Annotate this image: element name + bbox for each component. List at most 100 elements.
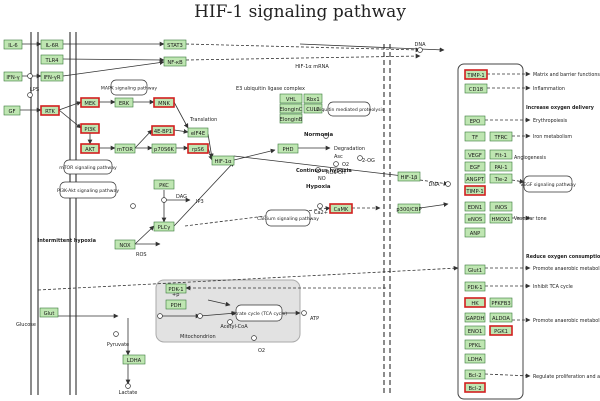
gene-box-gf[interactable]: GF xyxy=(3,105,21,116)
label-no: NO xyxy=(318,176,326,182)
gene-box-p300[interactable]: p300/CBP xyxy=(396,203,422,214)
compound-circle xyxy=(197,313,203,319)
gene-box-tf[interactable]: TF xyxy=(464,131,486,142)
gene-rect xyxy=(464,115,486,126)
gene-box-anp[interactable]: ANP xyxy=(464,227,486,238)
gene-rect xyxy=(489,173,513,184)
gene-box-mtor[interactable]: mTOR xyxy=(114,143,136,154)
gene-box-eno1[interactable]: ENO1 xyxy=(464,325,486,336)
gene-label: HIF-1β xyxy=(401,175,418,181)
gene-box-pdh[interactable]: PDH xyxy=(165,299,187,310)
gene-label: CUL2 xyxy=(306,107,320,113)
gene-box-mnk[interactable]: MNK xyxy=(153,97,175,108)
gene-box-rtk[interactable]: RTK xyxy=(40,105,60,116)
gene-rect xyxy=(464,281,486,292)
gene-box-camk[interactable]: CaMK xyxy=(329,203,353,214)
gene-box-hif1a[interactable]: HIF-1α xyxy=(211,155,235,166)
label-intermittent: Intermittent hypoxia xyxy=(37,238,96,244)
gene-label: NF-κB xyxy=(167,60,183,66)
gene-box-enos[interactable]: eNOS xyxy=(464,213,486,224)
gene-box-tlr4[interactable]: TLR4 xyxy=(40,54,64,65)
gene-box-nox[interactable]: NOX xyxy=(114,239,136,250)
gene-box-flt1[interactable]: Flt-1 xyxy=(489,149,513,160)
gene-box-timp1[interactable]: TIMP-1 xyxy=(464,69,488,80)
gene-box-il6r[interactable]: IL-6R xyxy=(40,39,64,50)
gene-box-rps6[interactable]: rpS6 xyxy=(187,143,209,154)
gene-box-phd[interactable]: PHD xyxy=(277,143,299,154)
gene-rect xyxy=(279,113,303,124)
gene-box-ifng[interactable]: IFN-γ xyxy=(3,71,23,82)
gene-label: Bcl-2 xyxy=(468,386,481,392)
gene-box-cd18[interactable]: CD18 xyxy=(464,83,488,94)
outcome-iron: Iron metabolism xyxy=(533,134,572,140)
gene-box-ifngr[interactable]: IFN-γR xyxy=(40,71,64,82)
gene-box-ldha2[interactable]: LDHA xyxy=(122,354,146,365)
gene-box-vhl[interactable]: VHL xyxy=(279,93,303,104)
pathway-box-mtor_path[interactable]: mTOR signaling pathway xyxy=(59,159,117,175)
gene-box-tfrc[interactable]: TFRC xyxy=(489,131,513,142)
gene-box-bcl2[interactable]: Bcl-2 xyxy=(464,369,486,380)
gene-box-egf[interactable]: EGF xyxy=(464,161,486,172)
label-mrna: HIF-1α mRNA xyxy=(295,64,329,70)
gene-box-glut[interactable]: Glut xyxy=(39,307,59,318)
gene-box-ldha[interactable]: LDHA xyxy=(464,353,486,364)
compound-circle xyxy=(130,203,136,209)
gene-box-angpt[interactable]: ANGPT xyxy=(464,173,486,184)
gene-label: p300/CBP xyxy=(396,207,421,213)
pathway-label: mTOR signaling pathway xyxy=(59,165,117,171)
gene-box-pkc[interactable]: PKC xyxy=(153,179,175,190)
pathway-box-calcium[interactable]: Calcium signaling pathway xyxy=(257,209,319,227)
gene-box-hk[interactable]: HK xyxy=(464,297,486,308)
gene-box-pfkfb3[interactable]: PFKFB3 xyxy=(489,297,513,308)
gene-box-tie2[interactable]: Tie-2 xyxy=(489,173,513,184)
gene-box-pai1[interactable]: PAI-1 xyxy=(489,161,513,172)
gene-box-edn1[interactable]: EDN1 xyxy=(464,201,486,212)
gene-box-aldoa[interactable]: ALDOA xyxy=(489,312,513,323)
gene-box-cul2[interactable]: CUL2 xyxy=(303,103,323,114)
gene-box-plcg[interactable]: PLCγ xyxy=(153,221,175,232)
gene-box-gapdh[interactable]: GAPDH xyxy=(464,312,486,323)
pathway-box-ubiq[interactable]: Ubiquitin mediated proteolysis xyxy=(314,101,385,117)
edge-arrow xyxy=(185,43,421,53)
gene-box-timp1b[interactable]: TIMP-1 xyxy=(464,185,486,196)
gene-box-hmox1[interactable]: HMOX1 xyxy=(489,213,513,224)
gene-box-rbx1[interactable]: Rbx1 xyxy=(303,93,323,104)
gene-label: HMOX1 xyxy=(492,217,511,223)
compound-circle xyxy=(315,167,321,173)
gene-box-pdk1[interactable]: PDK-1 xyxy=(464,281,486,292)
gene-box-nfkb[interactable]: NF-κB xyxy=(163,56,187,67)
gene-box-eif4e[interactable]: eIF4E xyxy=(187,127,209,138)
gene-rect xyxy=(165,283,187,294)
gene-box-bcl2b[interactable]: Bcl-2 xyxy=(464,382,486,393)
gene-box-elonb[interactable]: ElonginB xyxy=(279,113,303,124)
pathway-box-pi3k_path[interactable]: PI3K-Akt signaling pathway xyxy=(57,181,119,199)
gene-box-pi3k[interactable]: PI3K xyxy=(80,123,100,134)
label-ros: ROS xyxy=(136,252,147,258)
gene-box-ebp1[interactable]: 4E-BP1 xyxy=(151,125,175,136)
pathway-box-vegf_path[interactable]: VEGF signaling pathway xyxy=(520,175,576,193)
gene-box-vegf[interactable]: VEGF xyxy=(464,149,486,160)
gene-rect xyxy=(153,179,175,190)
gene-box-epo[interactable]: EPO xyxy=(464,115,486,126)
gene-box-pgk1[interactable]: PGK1 xyxy=(489,325,513,336)
gene-box-glut1[interactable]: Glut1 xyxy=(464,264,486,275)
label-ca: Ca2+ xyxy=(314,210,328,216)
gene-box-p70s6k[interactable]: p70S6K xyxy=(151,143,177,154)
decorations xyxy=(30,32,524,400)
gene-box-hif1b[interactable]: HIF-1β xyxy=(397,171,421,182)
gene-box-pdk1b[interactable]: PDK-1 xyxy=(165,283,187,294)
pathway-box-mapk[interactable]: MAPK signaling pathway xyxy=(101,79,158,96)
pathway-box-tca[interactable]: Citrate cycle (TCA cycle) xyxy=(231,304,287,322)
gene-label: VEGF xyxy=(468,153,482,159)
gene-box-mek[interactable]: MEK xyxy=(80,97,100,108)
gene-box-il6[interactable]: IL-6 xyxy=(3,39,23,50)
gene-box-stat3[interactable]: STAT3 xyxy=(163,39,187,50)
gene-box-inos[interactable]: iNOS xyxy=(489,201,513,212)
gene-box-erk[interactable]: ERK xyxy=(114,97,134,108)
edge-arrow xyxy=(62,57,165,63)
gene-box-pfkl[interactable]: PFKL xyxy=(464,339,486,350)
gene-box-akt[interactable]: AKT xyxy=(80,143,100,154)
gene-box-elonc[interactable]: ElonginC xyxy=(280,103,303,114)
label-acetyl: Acetyl-CoA xyxy=(220,324,248,330)
